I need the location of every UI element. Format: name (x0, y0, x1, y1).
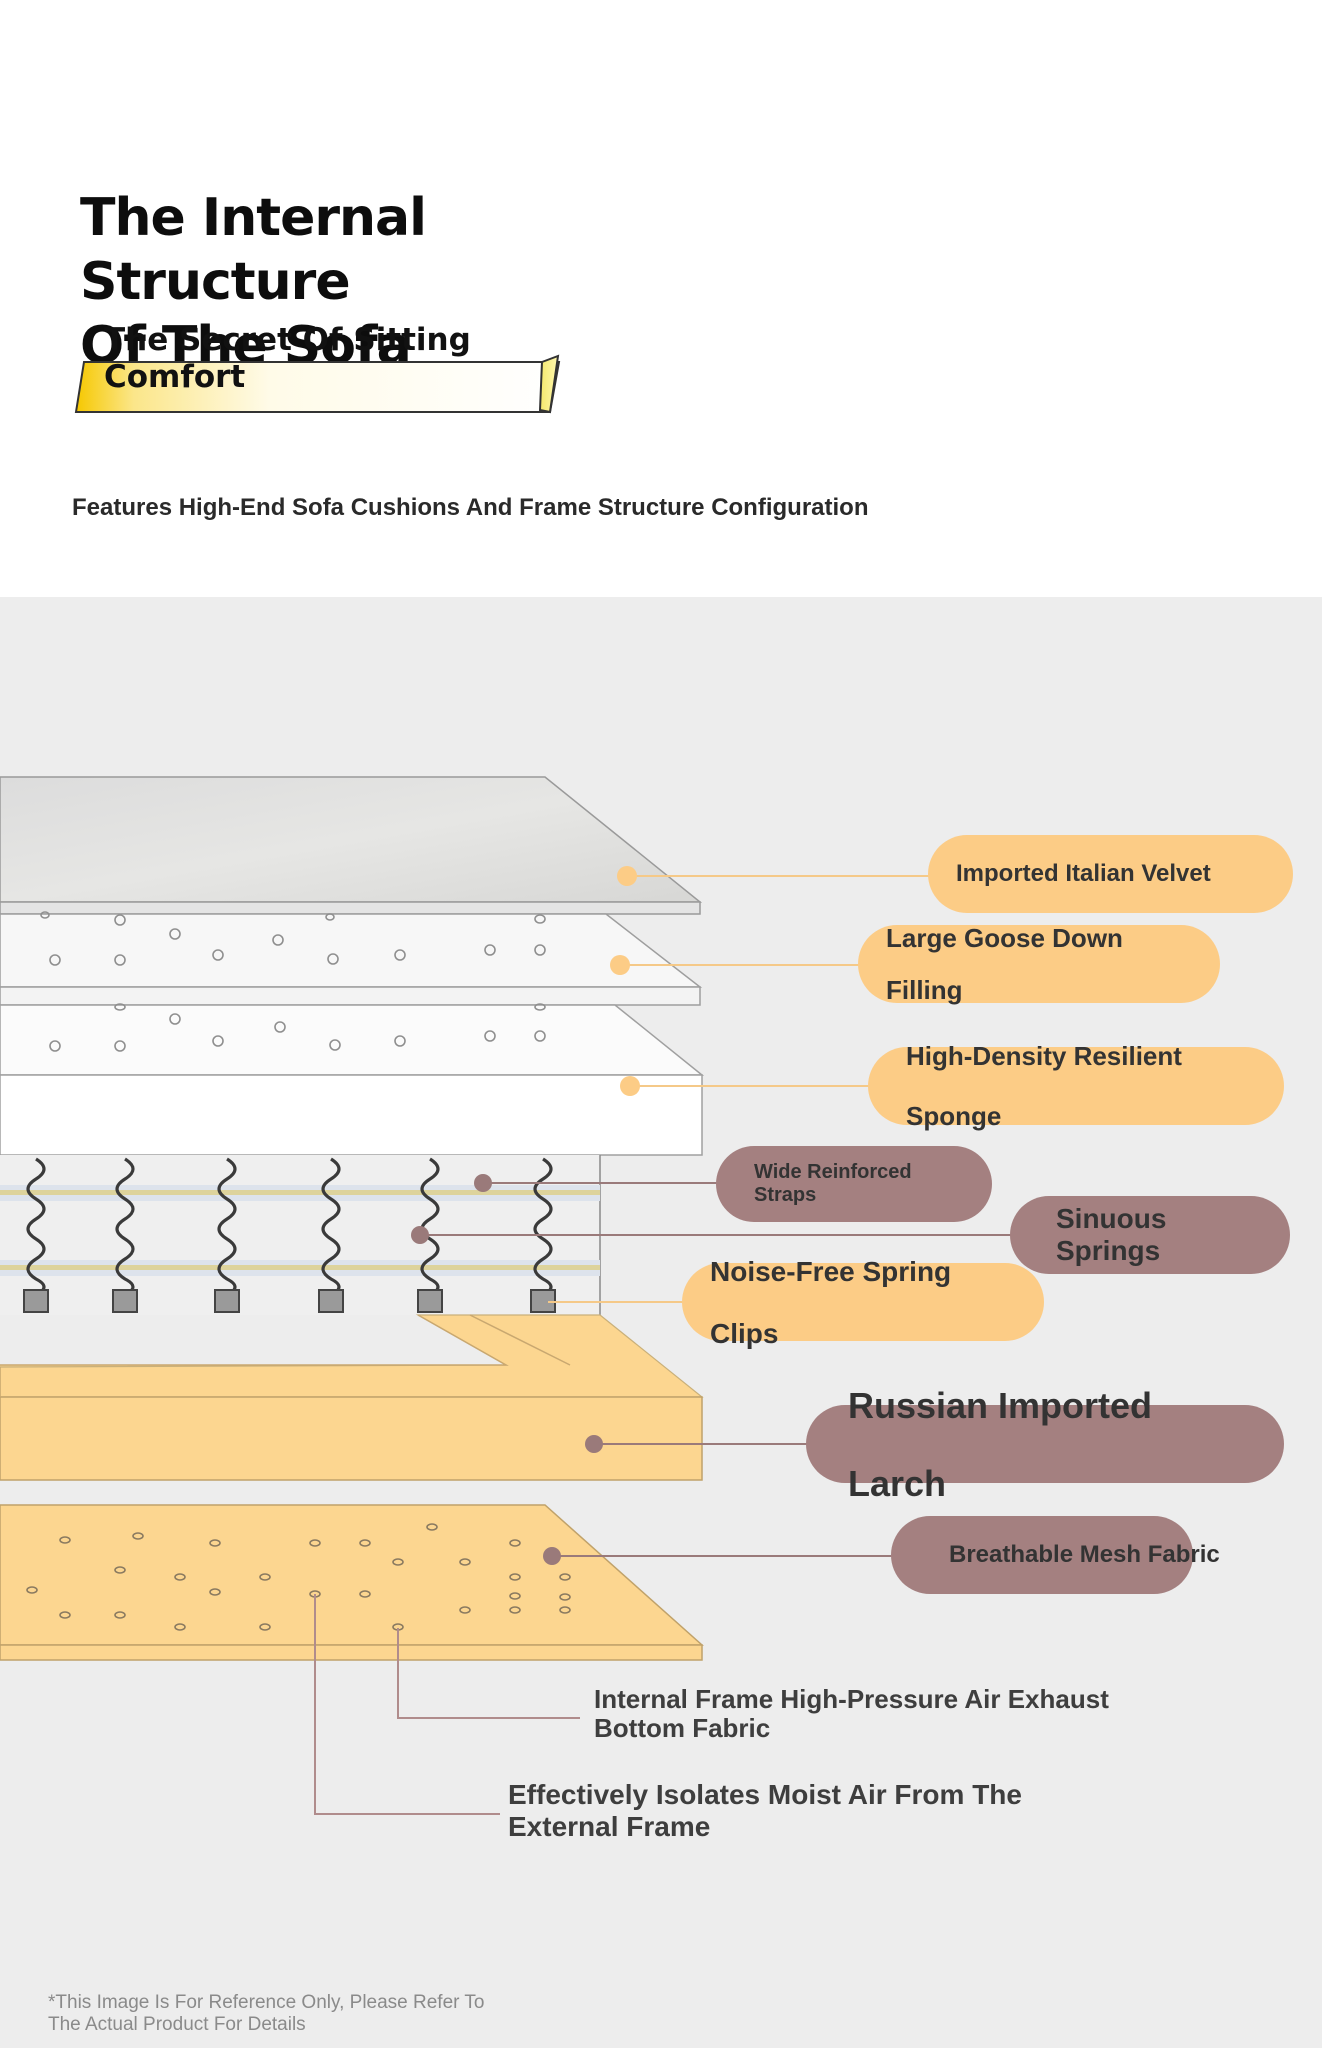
subtitle-line2: Comfort (104, 359, 246, 395)
isolates-line1: Effectively Isolates Moist Air From The (508, 1779, 1022, 1810)
callout-breathable-mesh-fabric: Breathable Mesh Fabric (891, 1516, 1220, 1594)
exhaust-line1: Internal Frame High-Pressure Air Exhaust (594, 1684, 1109, 1714)
subtitle: The Secret Of Sitting Comfort (104, 322, 524, 396)
disclaimer: *This Image Is For Reference Only, Pleas… (48, 1992, 568, 2036)
leader-exhaust (397, 1628, 580, 1719)
callout-high-density-resilient-sponge: High-Density Resilient Sponge (868, 1041, 1284, 1131)
subtitle-banner (72, 318, 592, 418)
callout-wide-reinforced-straps: Wide Reinforced Straps (716, 1146, 992, 1222)
sponge-line1: High-Density Resilient (906, 1041, 1182, 1071)
isolates-line2: External Frame (508, 1811, 711, 1842)
dot-larch (585, 1435, 603, 1453)
disclaimer-line2: The Actual Product For Details (48, 2014, 306, 2035)
dot-springs (411, 1226, 429, 1244)
dot-velvet (617, 866, 637, 886)
label-isolates-moist-air: Effectively Isolates Moist Air From The … (508, 1779, 1108, 1843)
callout-noise-free-spring-clips: Noise-Free Spring Clips (682, 1256, 1044, 1349)
dot-straps (474, 1174, 492, 1192)
goose-down-line2: Filling (886, 975, 963, 1005)
goose-down-line1: Large Goose Down (886, 923, 1123, 953)
goose-down-layer (0, 911, 703, 1006)
leader-isolates (314, 1594, 500, 1815)
dot-goose-down (610, 955, 630, 975)
dot-mesh (543, 1547, 561, 1565)
exploded-layer-illustration (0, 776, 1012, 1815)
callout-sinuous-springs: Sinuous Springs (1010, 1196, 1290, 1274)
velvet-layer (0, 776, 703, 915)
subtitle-line1: The Secret Of Sitting (104, 322, 471, 358)
exhaust-line2: Bottom Fabric (594, 1713, 771, 1743)
disclaimer-line1: *This Image Is For Reference Only, Pleas… (48, 1992, 485, 2013)
mesh-fabric-layer (0, 1504, 704, 1661)
larch-line1: Russian Imported (848, 1384, 1153, 1426)
callout-imported-italian-velvet: Imported Italian Velvet (928, 835, 1293, 913)
page-title-line1: The Internal Structure (80, 188, 427, 312)
dot-sponge (620, 1076, 640, 1096)
larch-line2: Larch (848, 1462, 947, 1504)
callout-large-goose-down-filling: Large Goose Down Filling (858, 925, 1220, 1003)
features-caption: Features High-End Sofa Cushions And Fram… (72, 494, 869, 521)
header-area (0, 0, 1322, 597)
clips-line1: Noise-Free Spring (710, 1255, 952, 1287)
larch-frame-layer (0, 1314, 704, 1481)
clips-line2: Clips (710, 1317, 779, 1349)
sponge-line2: Sponge (906, 1101, 1002, 1131)
sponge-layer (0, 1003, 705, 1156)
sofa-structure-diagram: Imported Italian Velvet Large Goose Down… (0, 597, 1322, 2048)
callout-russian-imported-larch: Russian Imported Larch (806, 1386, 1284, 1503)
label-air-exhaust-bottom-fabric: Internal Frame High-Pressure Air Exhaust… (594, 1685, 1234, 1743)
